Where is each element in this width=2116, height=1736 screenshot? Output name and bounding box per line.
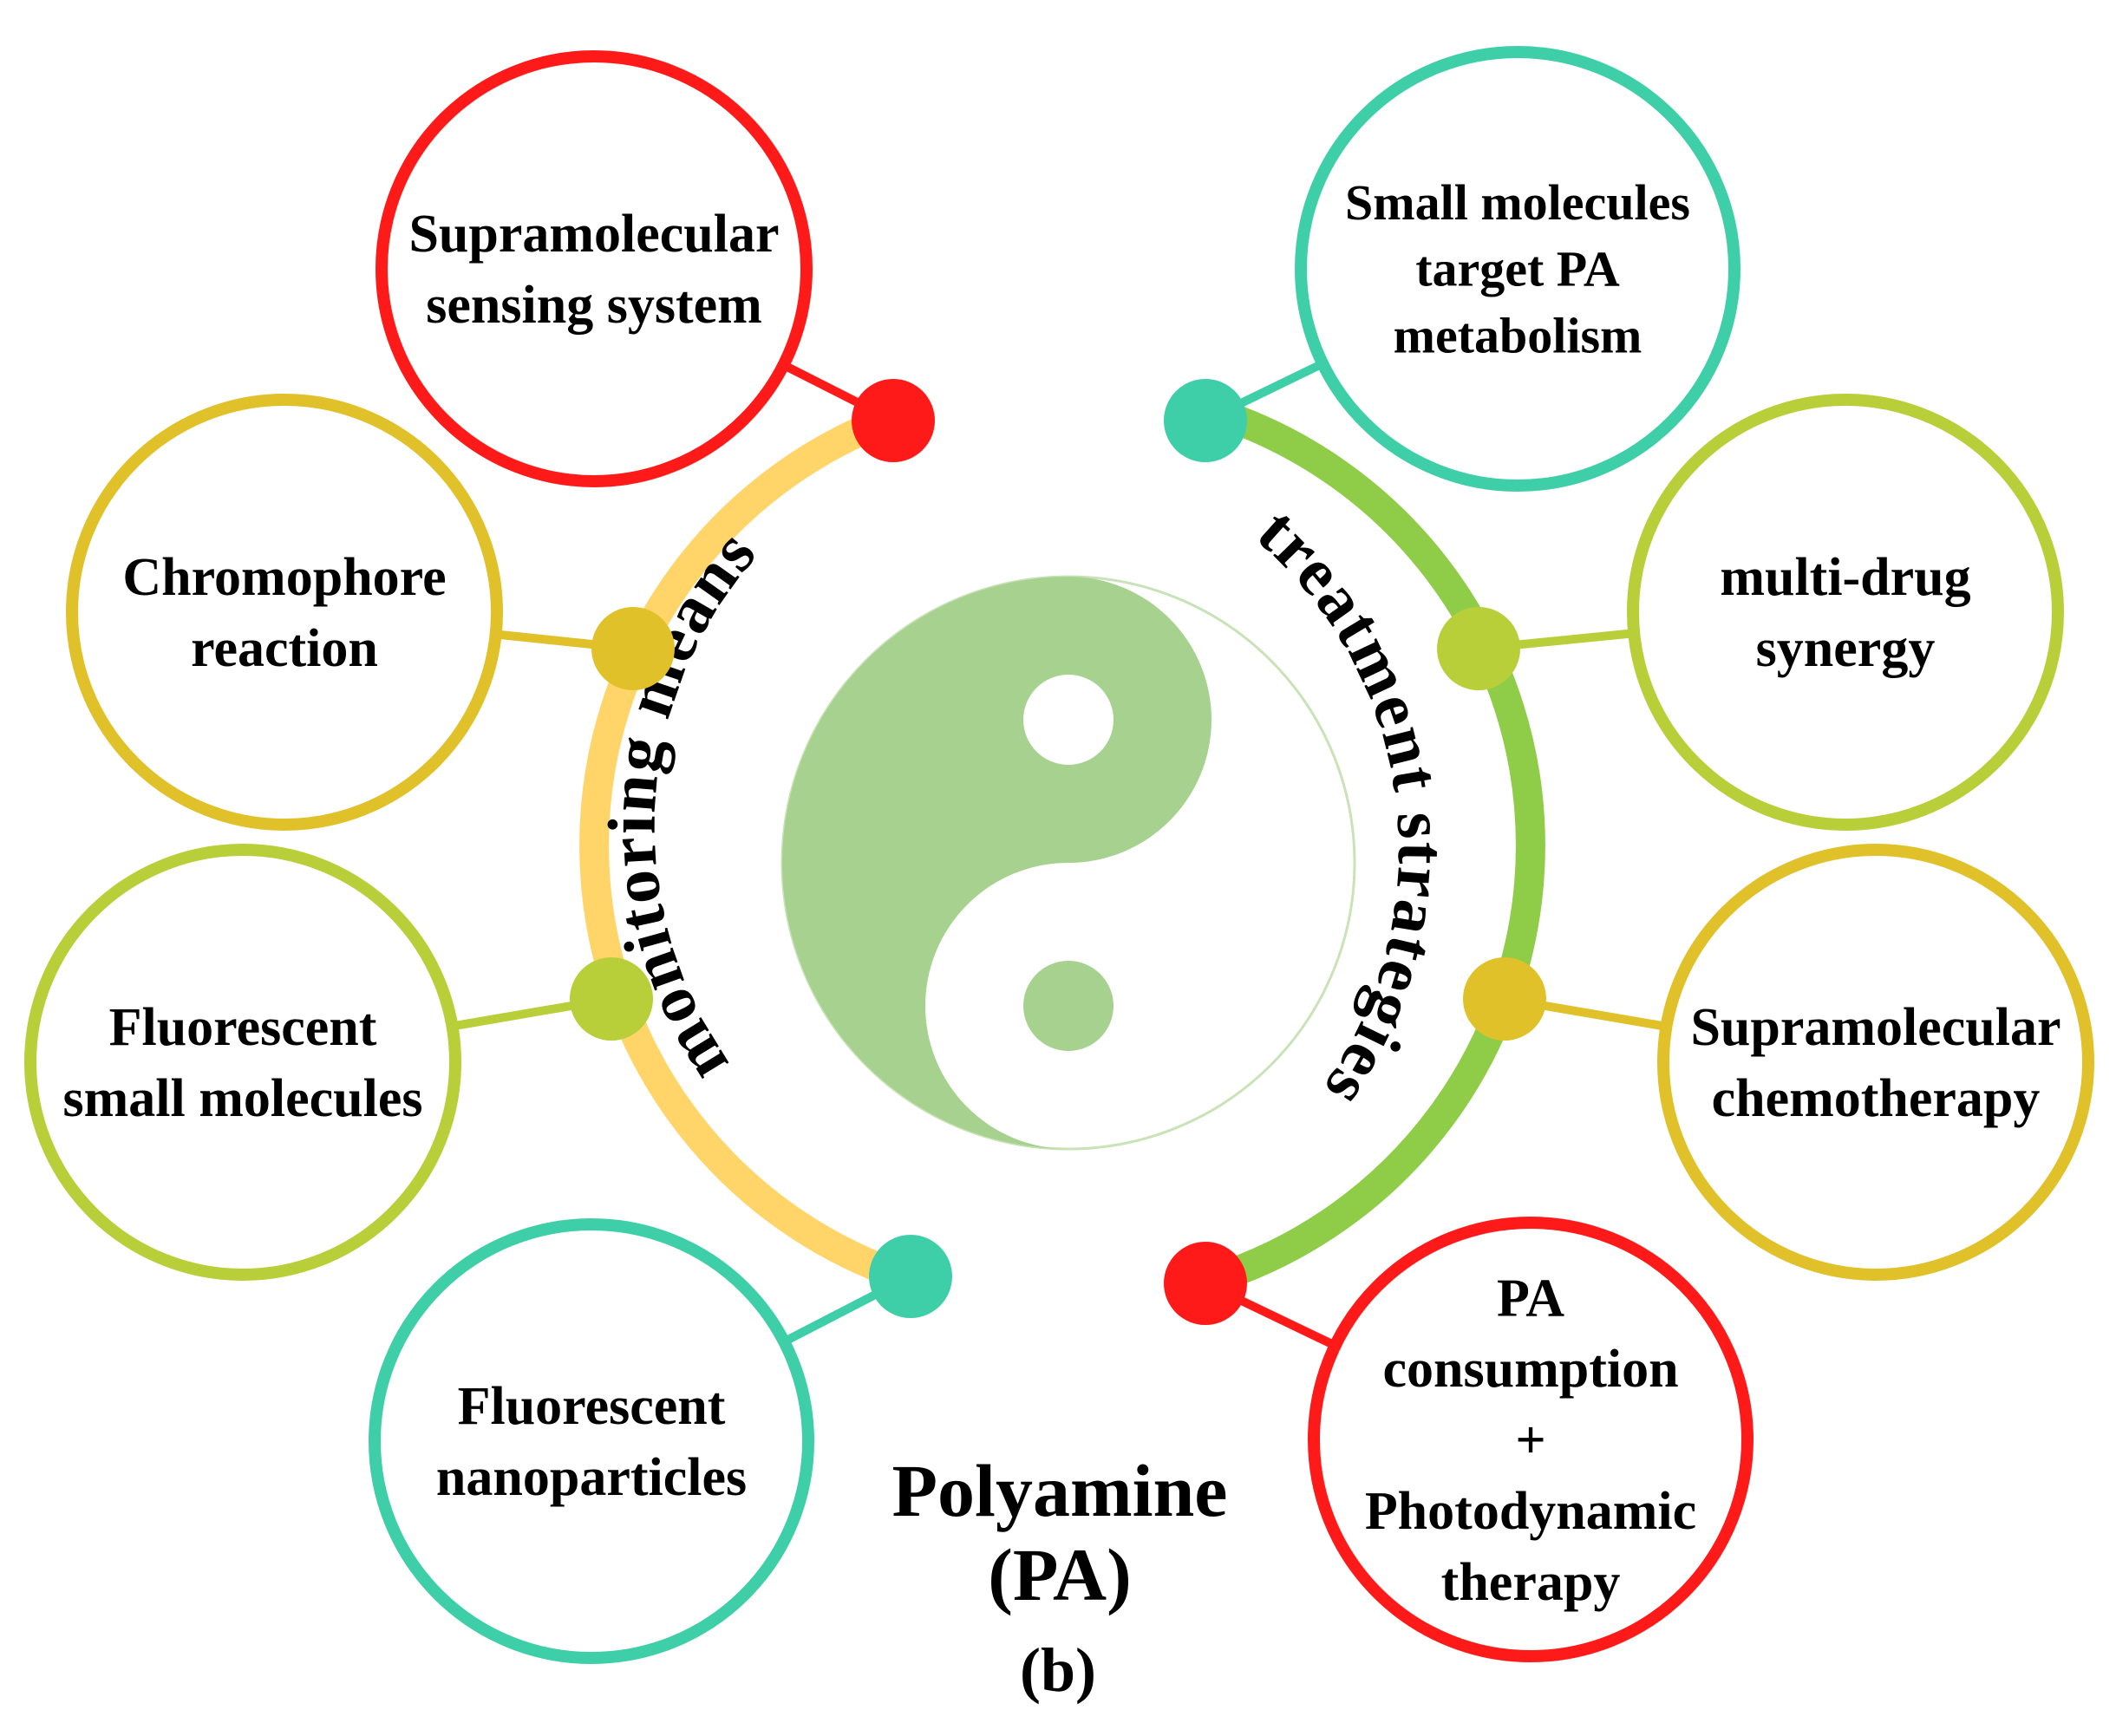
arc-dot-multi-drug-synergy [1437,607,1520,690]
polyamine-title: Polyamine [892,1449,1228,1532]
bubble-label-line: nanoparticles [436,1448,747,1507]
node-chromophore-reaction: Chromophore reaction [66,394,675,831]
bubble-label-line: synergy [1756,619,1936,678]
arc-dot-fluorescent-small-molecules [570,957,653,1041]
node-multi-drug-synergy: multi-drug synergy [1437,394,2064,831]
bubble-label-line: multi-drug [1720,548,1970,607]
bubble-label-line: metabolism [1394,307,1643,363]
arc-dot-fluorescent-nanoparticles [869,1235,952,1318]
bubble-multi-drug-synergy [1627,394,2064,831]
bubble-label-line: PA [1497,1269,1564,1328]
bubble-label-line: target PA [1415,241,1620,297]
arc-dot-small-molecules-target-pa-metabolism [1164,379,1247,462]
yin-yang-green-dot [1023,961,1114,1051]
node-small-molecules-target-pa-metabolism: Small molecules target PA metabolism [1164,46,1740,492]
bubble-label-line: Small molecules [1345,174,1690,231]
bubble-label-line: small molecules [63,1069,423,1128]
bubble-label-line: Fluorescent [458,1377,726,1436]
bubble-label-line: sensing system [426,276,762,335]
node-pa-consumption-photodynamic-therapy: PA consumption + Photodynamic therapy [1164,1217,1754,1662]
arc-dot-chromophore-reaction [591,607,675,690]
bubble-label-line: Supramolecular [408,205,779,264]
node-supramolecular-chemotherapy: Supramolecular chemotherapy [1463,844,2094,1281]
bubble-label-line: chemotherapy [1712,1069,2041,1128]
bubble-label-line: Fluorescent [109,998,377,1057]
bubble-label-line: therapy [1441,1553,1621,1612]
monitoring-means-arc [579,397,916,1294]
arc-dot-supramolecular-sensing-system [852,379,935,462]
bubble-fluorescent-small-molecules [24,844,461,1281]
node-fluorescent-nanoparticles: Fluorescent nanoparticles [369,1218,952,1664]
bubble-label-line: reaction [191,619,378,678]
bubble-label-line: + [1515,1411,1545,1470]
yin-yang-white-dot [1023,675,1114,765]
yin-yang-symbol [780,575,1356,1151]
bubble-label-line: consumption [1382,1340,1678,1399]
treatment-strategies-arc [1209,397,1545,1294]
bubble-fluorescent-nanoparticles [369,1218,814,1664]
bubble-label-line: Supramolecular [1690,998,2060,1057]
node-fluorescent-small-molecules: Fluorescent small molecules [24,844,653,1281]
bubble-small-molecules-target-pa-metabolism [1295,46,1740,492]
panel-label: (b) [1020,1635,1096,1705]
node-supramolecular-sensing-system: Supramolecular sensing system [376,50,935,487]
bubble-label-line: Chromophore [122,548,446,607]
arc-dot-supramolecular-chemotherapy [1463,957,1546,1041]
polyamine-abbreviation: (PA) [988,1533,1132,1616]
bubble-chromophore-reaction [66,394,503,831]
bubble-pa-consumption-photodynamic-therapy [1308,1217,1754,1662]
bubble-supramolecular-sensing-system [376,50,813,487]
arc-dot-pa-consumption-photodynamic-therapy [1164,1242,1247,1325]
bubble-supramolecular-chemotherapy [1657,844,2094,1281]
bubble-label-line: Photodynamic [1365,1482,1696,1541]
